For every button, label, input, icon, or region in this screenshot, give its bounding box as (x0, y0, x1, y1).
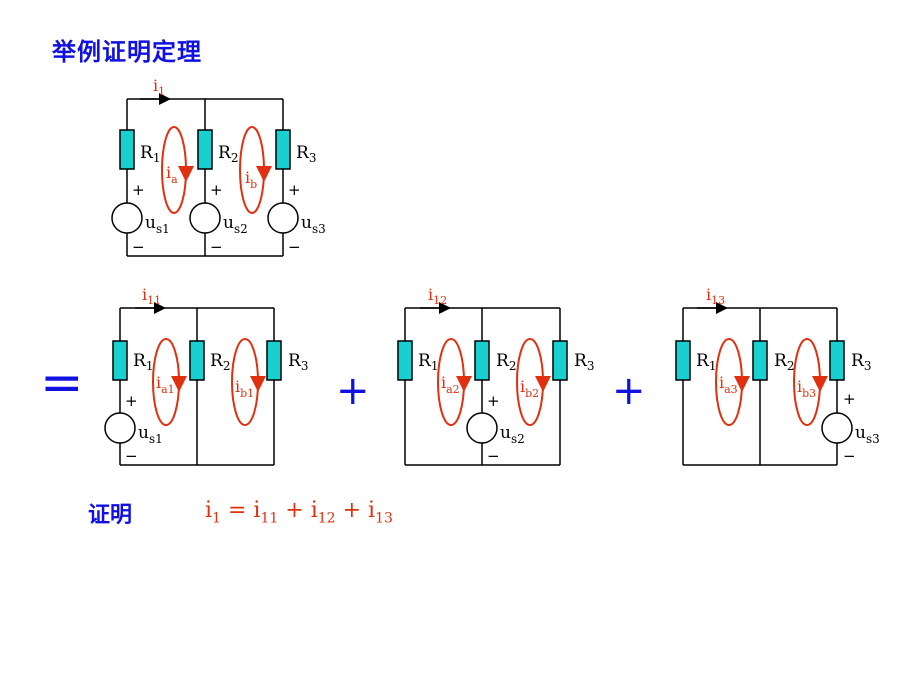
main-ia-label: ia (166, 163, 178, 186)
eq-term-3-sub: 13 (375, 510, 393, 527)
sub2-ia2-label: ia2 (441, 373, 460, 396)
sub2-r1-label: R1 (418, 351, 438, 373)
main-plus-2: + (210, 181, 223, 199)
sub2-us2-label: us2 (500, 423, 525, 446)
eq-plus-1: + (285, 498, 304, 523)
eq-plus-2: + (342, 498, 362, 523)
sub2-resistor-r3 (552, 340, 568, 381)
sub2-plus: + (487, 392, 500, 410)
main-circuit: i1 R1 R2 R3 + − + − + − us1 us2 us3 ia i… (111, 76, 326, 257)
sub1-resistor-r1 (112, 340, 128, 381)
sub3-ib3-label: ib3 (797, 377, 816, 400)
main-minus-1: − (132, 238, 145, 256)
sub2-source-us2 (466, 412, 498, 444)
sub-circuit-2: i12 R1 R2 R3 + − us2 ia2 ib2 (397, 285, 594, 466)
sub1-r1-label: R1 (133, 351, 153, 373)
eq-term-1: i (253, 498, 261, 523)
main-plus-1: + (132, 181, 145, 199)
eq-term-1-sub: 11 (260, 510, 279, 527)
sub1-plus: + (125, 392, 138, 410)
resistor-r1 (119, 129, 135, 170)
main-minus-2: − (210, 238, 223, 256)
main-us1-label: us1 (145, 213, 170, 236)
sub1-r3-label: R3 (288, 351, 308, 373)
main-us3-label: us3 (301, 213, 326, 236)
source-us1 (111, 202, 143, 234)
sub3-ia3-label: ia3 (719, 373, 738, 396)
sub2-minus: − (487, 447, 500, 465)
sub2-ib2-label: ib2 (520, 377, 539, 400)
page-title: 举例证明定理 (52, 38, 202, 66)
resistor-r3 (275, 129, 291, 170)
sub1-us1-label: us1 (138, 423, 163, 446)
eq-term-2-sub: 12 (317, 510, 336, 527)
sub3-resistor-r3 (829, 340, 845, 381)
sub1-minus: − (125, 447, 138, 465)
sub1-r2-label: R2 (210, 351, 230, 373)
sub3-minus: − (843, 447, 856, 465)
main-r3-label: R3 (296, 143, 316, 165)
sub3-r3-label: R3 (851, 351, 871, 373)
sub3-r2-label: R2 (774, 351, 794, 373)
sub2-current-label: i12 (428, 285, 447, 307)
sub3-resistor-r2 (752, 340, 768, 381)
resistor-r2 (197, 129, 213, 170)
proof-label: 证明 (88, 503, 133, 528)
source-us2 (189, 202, 221, 234)
main-r1-label: R1 (140, 143, 160, 165)
sub3-current-label: i13 (706, 285, 725, 307)
main-minus-3: − (288, 238, 301, 256)
sub3-source-us3 (821, 412, 853, 444)
main-ib-label: ib (245, 168, 257, 191)
equals-sign: = (40, 353, 84, 413)
main-plus-3: + (288, 181, 301, 199)
eq-term-2: i (310, 498, 318, 523)
proof-equation: i1 = i11 + i12 + i13 (205, 498, 393, 526)
sub1-ia1-label: ia1 (156, 373, 175, 396)
sub1-resistor-r3 (266, 340, 282, 381)
main-current-label: i1 (153, 76, 165, 98)
sub1-current-label: i11 (142, 285, 161, 307)
sub3-r1-label: R1 (696, 351, 716, 373)
loop-ib (239, 126, 265, 214)
sub3-resistor-r1 (675, 340, 691, 381)
sub-circuit-1: i11 R1 R2 R3 + − us1 ia1 ib1 (104, 285, 308, 466)
plus-sign-2: + (612, 368, 646, 414)
sub2-resistor-r2 (474, 340, 490, 381)
sub2-r2-label: R2 (496, 351, 516, 373)
sub2-r3-label: R3 (574, 351, 594, 373)
eq-lhs-sub: 1 (212, 510, 221, 527)
sub3-plus: + (843, 390, 856, 408)
main-us2-label: us2 (223, 213, 248, 236)
eq-lhs: i (205, 498, 213, 523)
sub1-source-us1 (104, 412, 136, 444)
sub3-us3-label: us3 (855, 423, 880, 446)
main-r2-label: R2 (218, 143, 238, 165)
sub1-ib1-label: ib1 (235, 377, 254, 400)
eq-equals: = (227, 498, 247, 523)
source-us3 (267, 202, 299, 234)
eq-term-3: i (368, 498, 376, 523)
sub-circuit-3: i13 R1 R2 R3 + − us3 ia3 ib3 (675, 285, 880, 466)
sub2-resistor-r1 (397, 340, 413, 381)
sub1-resistor-r2 (189, 340, 205, 381)
plus-sign-1: + (336, 368, 370, 414)
